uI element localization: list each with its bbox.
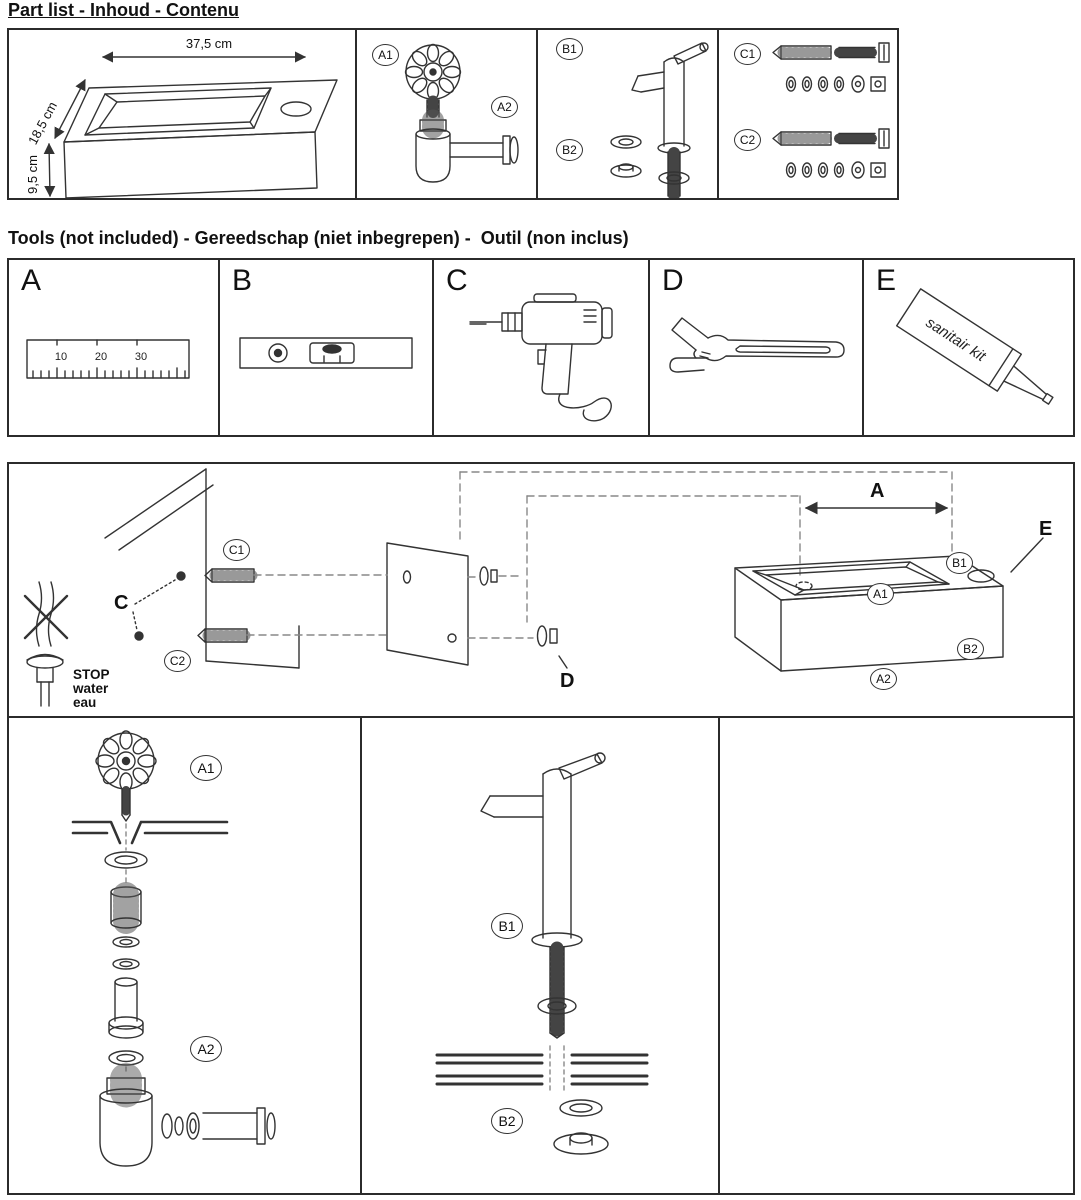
part-box-tap: B1 B2	[536, 28, 719, 200]
drill-marks	[132, 571, 186, 641]
svg-text:sanitair kit: sanitair kit	[923, 314, 990, 365]
tool-box-ruler: A 10 20 30	[7, 258, 220, 437]
sink-height-arrow	[43, 142, 56, 198]
drain-siphon-drawing	[404, 43, 519, 183]
tool-box-sealant: E sanitair kit	[862, 258, 1075, 437]
label-detail-b2: B2	[491, 1108, 523, 1134]
drain-stack	[104, 823, 148, 1076]
tool-letter-c: C	[446, 264, 468, 297]
stop-valve	[23, 581, 69, 707]
sink-width-dim: 37,5 cm	[185, 36, 233, 51]
label-detail-a1: A1	[190, 755, 222, 781]
wall-plug-c1	[204, 568, 258, 583]
part-box-drain: A1 A2	[355, 28, 538, 200]
label-detail-a2: A2	[190, 1036, 222, 1062]
spirit-level-icon	[239, 337, 413, 369]
tap-exploded-diagram	[435, 752, 649, 1155]
alignment-dashes	[246, 471, 953, 639]
label-wall-c2: C2	[164, 650, 191, 672]
assembly-sink	[734, 555, 1004, 672]
tap-washers-large	[553, 1099, 609, 1155]
drain-flower-large	[95, 730, 157, 822]
tap-hole	[280, 101, 312, 117]
sealant-pointer	[1010, 537, 1044, 573]
stop-water-line2: water	[73, 681, 109, 696]
label-c2: C2	[734, 129, 761, 151]
tool-letter-b: B	[232, 264, 253, 297]
assembly-box: C1 C2 C A E D STOP water eau A1 B1 B2 A2…	[7, 462, 1075, 1195]
drill-icon	[469, 293, 613, 422]
label-b1: B1	[556, 38, 583, 60]
tap-washers	[610, 135, 642, 178]
label-b2: B2	[556, 139, 583, 161]
tool-letter-a: A	[21, 264, 42, 297]
sink-drawing	[43, 51, 338, 198]
screw-washer-d	[536, 625, 568, 669]
tap-large	[480, 752, 606, 1039]
label-sink-b1: B1	[946, 552, 973, 574]
wall-lines	[104, 468, 300, 669]
label-c1: C1	[734, 43, 761, 65]
divider-horizontal	[9, 716, 1073, 718]
mounting-template	[386, 542, 469, 666]
basin-cross-section	[71, 820, 229, 845]
tool-letter-e: E	[876, 264, 897, 297]
rod-through-counter	[549, 1045, 565, 1093]
siphon-exploded	[99, 1063, 276, 1167]
tool-box-drill: C	[432, 258, 650, 437]
svg-text:30: 30	[135, 351, 147, 363]
divider-vertical-2	[718, 716, 720, 1193]
part-list-heading: Part list - Inhoud - Contenu	[8, 0, 239, 20]
fixing-set-c1	[772, 42, 890, 93]
sink-depth-arrow	[54, 79, 86, 139]
stop-water-line1: STOP	[73, 667, 110, 682]
svg-text:10: 10	[55, 351, 67, 363]
label-drill-c: C	[114, 592, 129, 614]
label-sink-b2: B2	[957, 638, 984, 660]
tool-box-level: B	[218, 258, 434, 437]
label-sink-a1: A1	[867, 583, 894, 605]
wall-plug-c2	[197, 628, 251, 643]
sink-body	[63, 79, 338, 198]
tap-drawing	[610, 42, 709, 198]
fixing-set-c2	[772, 128, 890, 179]
label-wall-c1: C1	[223, 539, 250, 561]
label-a2: A2	[491, 96, 518, 118]
part-box-fixings: C1 C2	[717, 28, 899, 200]
tool-box-wrench: D	[648, 258, 864, 437]
divider-vertical-1	[360, 716, 362, 1193]
sink-height-dim: 9,5 cm	[25, 154, 40, 194]
empty-panel	[720, 718, 1073, 1193]
stop-water-line3: eau	[73, 695, 97, 710]
tools-heading: Tools (not included) - Gereedschap (niet…	[8, 228, 629, 248]
drain-flower	[404, 43, 462, 122]
svg-text:20: 20	[95, 351, 107, 363]
assembly-diagram	[23, 468, 1044, 707]
screw-washer-upper	[479, 566, 498, 586]
part-box-sink: 37,5 cm 18,5 cm 9,5 cm	[7, 28, 357, 200]
adjustable-wrench-icon	[669, 317, 845, 373]
tool-letter-d: D	[662, 264, 684, 297]
siphon-bottle	[415, 109, 519, 183]
label-detail-b1: B1	[491, 913, 523, 939]
label-sink-a2: A2	[870, 668, 897, 690]
label-a1: A1	[372, 44, 399, 66]
label-washer-d: D	[560, 670, 575, 692]
label-dimension-a: A	[870, 480, 885, 502]
drain-exploded-diagram	[71, 730, 276, 1167]
fixings-drawing	[772, 42, 890, 179]
label-sealant-e: E	[1039, 518, 1053, 540]
sealant-cartridge-icon: sanitair kit	[895, 288, 1054, 405]
tap-body	[631, 42, 709, 198]
ruler-icon: 10 20 30	[26, 339, 190, 379]
counter-cross-section	[435, 1053, 649, 1086]
